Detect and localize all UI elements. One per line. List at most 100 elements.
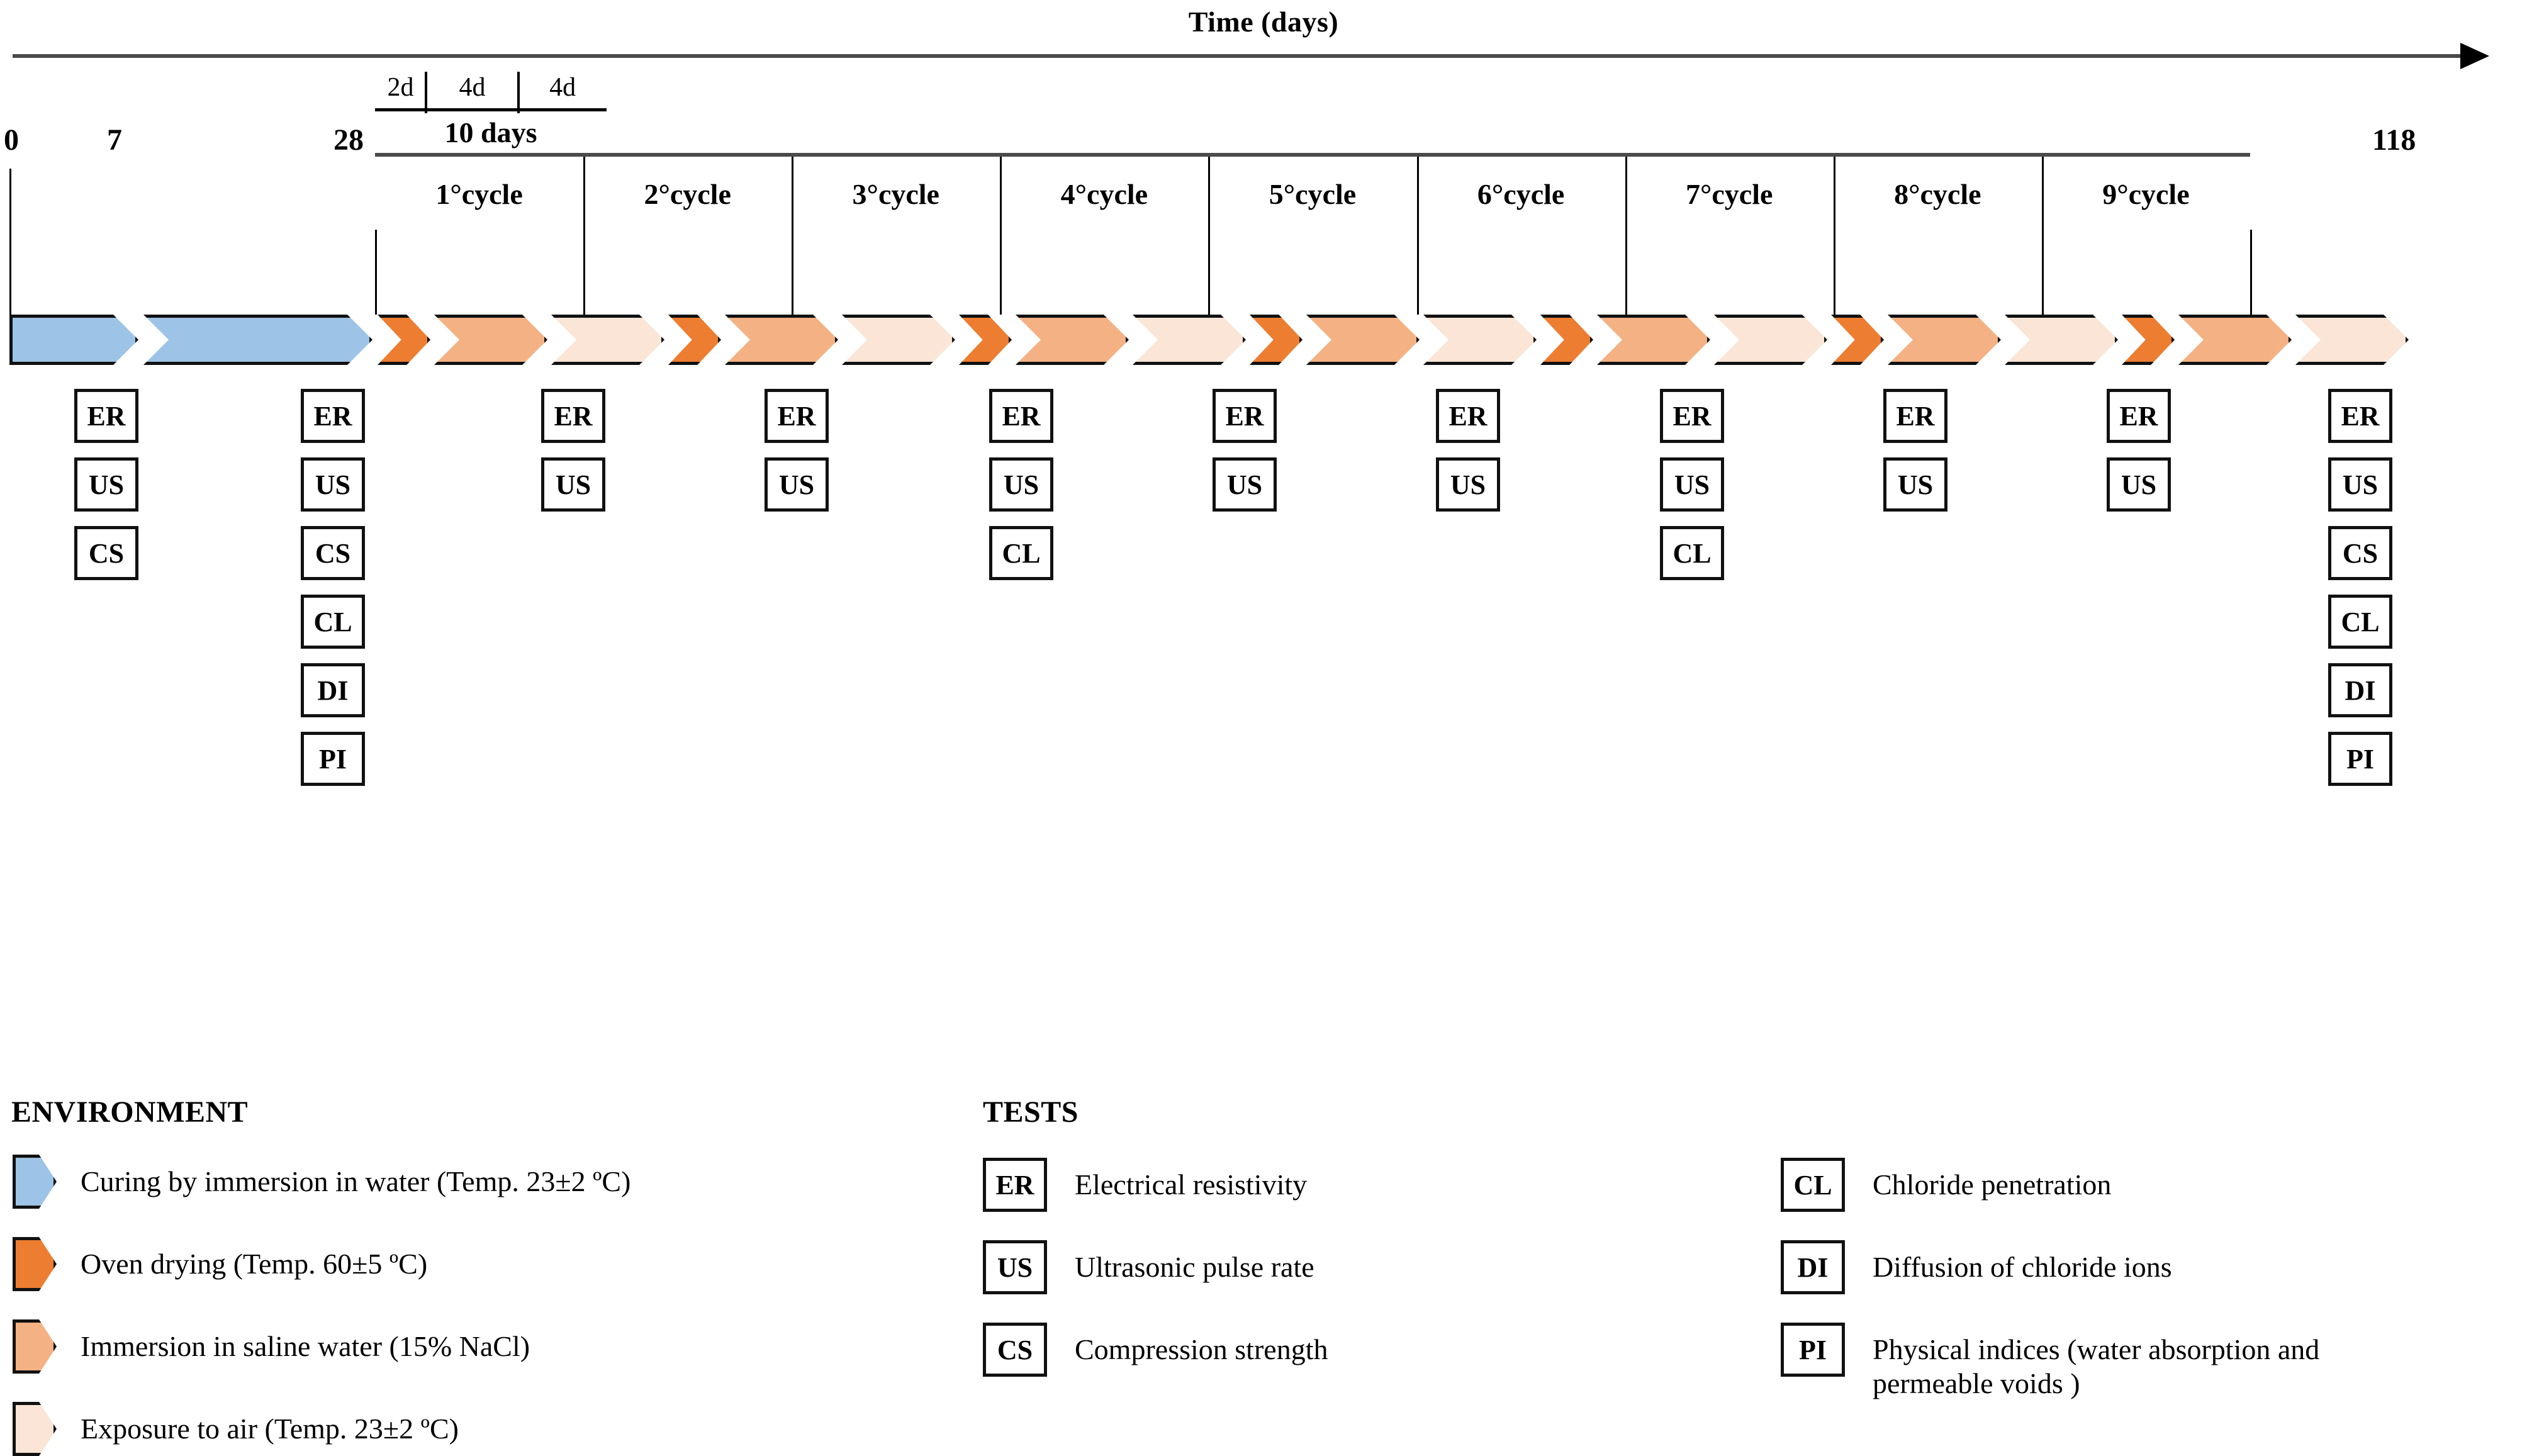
test-box-cl[interactable]: CL	[301, 595, 365, 649]
cycle-label-6: 6°cycle	[1477, 178, 1565, 210]
test-box-er[interactable]: ER	[2107, 389, 2171, 443]
test-box-us[interactable]: US	[301, 457, 365, 512]
test-box-er[interactable]: ER	[541, 389, 605, 443]
test-box-cl[interactable]: CL	[1660, 526, 1724, 580]
test-box-us[interactable]: US	[1883, 457, 1947, 512]
test-box-er[interactable]: ER	[1213, 389, 1277, 443]
arrow-shape-icon	[143, 315, 373, 365]
timeline-segment-oven_drying	[1540, 315, 1593, 365]
timeline-segment-oven_drying	[959, 315, 1012, 365]
legend-tests-title: TESTS	[983, 1095, 1079, 1129]
ten-days-underline	[375, 153, 2250, 157]
test-box-er[interactable]: ER	[1883, 389, 1947, 443]
cycle-boundary-tick	[1625, 230, 1627, 315]
cycle-label-1: 1°cycle	[435, 178, 523, 210]
cycle-divider	[1625, 157, 1627, 230]
cycle-boundary-tick	[1416, 230, 1419, 315]
test-box-cl[interactable]: CL	[989, 526, 1053, 580]
time-axis-arrowhead-icon	[2460, 43, 2489, 69]
cycle-label-9: 9°cycle	[2102, 178, 2190, 210]
legend-env-text: Exposure to air (Temp. 23±2 ºC)	[81, 1413, 459, 1445]
cycle-label-4: 4°cycle	[1060, 178, 1148, 210]
legend-test-box-di[interactable]: DI	[1781, 1240, 1845, 1294]
day-label-7: 7	[107, 123, 122, 157]
test-box-di[interactable]: DI	[2328, 663, 2392, 717]
test-box-us[interactable]: US	[541, 457, 605, 512]
subphase-underline	[375, 108, 607, 111]
test-box-us[interactable]: US	[765, 457, 829, 512]
timeline-segment-air_exposure	[551, 315, 664, 365]
test-box-er[interactable]: ER	[1660, 389, 1724, 443]
legend-env-text: Curing by immersion in water (Temp. 23±2…	[81, 1165, 631, 1197]
cycle-divider	[1833, 157, 1835, 230]
ten-days-label: 10 days	[444, 116, 537, 148]
day-zero-tick	[9, 169, 11, 326]
test-box-us[interactable]: US	[74, 457, 138, 512]
legend-test-text: Diffusion of chloride ions	[1873, 1251, 2172, 1283]
legend-environment-title: ENVIRONMENT	[11, 1095, 249, 1129]
test-box-us[interactable]: US	[1436, 457, 1500, 512]
cycle-divider	[1000, 157, 1002, 230]
test-box-er[interactable]: ER	[989, 389, 1053, 443]
timeline-segment-curing_water	[9, 315, 138, 365]
test-box-er[interactable]: ER	[74, 389, 138, 443]
test-box-er[interactable]: ER	[1436, 389, 1500, 443]
test-box-pi[interactable]: PI	[2328, 732, 2392, 786]
cycle-boundary-tick	[1208, 230, 1211, 315]
timeline-segment-curing_water	[143, 315, 373, 365]
test-box-cs[interactable]: CS	[301, 526, 365, 580]
test-box-cs[interactable]: CS	[74, 526, 138, 580]
day-label-0: 0	[4, 123, 19, 157]
timeline-segment-air_exposure	[1133, 315, 1246, 365]
test-box-us[interactable]: US	[2328, 457, 2392, 512]
test-box-us[interactable]: US	[1213, 457, 1277, 512]
subphase-label-1: 2d	[387, 73, 414, 102]
arrow-shape-icon	[13, 1237, 57, 1291]
cycle-boundary-tick	[583, 230, 586, 315]
test-box-er[interactable]: ER	[301, 389, 365, 443]
cycle-label-5: 5°cycle	[1269, 178, 1357, 210]
timeline-segment-saline_immersion	[1016, 315, 1129, 365]
legend-test-box-pi[interactable]: PI	[1781, 1323, 1845, 1377]
test-box-cs[interactable]: CS	[2328, 526, 2392, 580]
legend-test-text: Chloride penetration	[1873, 1168, 2112, 1201]
test-box-er[interactable]: ER	[765, 389, 829, 443]
timeline-segment-saline_immersion	[725, 315, 838, 365]
timeline-arrows	[0, 315, 2527, 365]
timeline-segment-air_exposure	[2295, 315, 2409, 365]
timeline-segment-air_exposure	[2005, 315, 2118, 365]
cycle-boundary-tick	[2250, 230, 2252, 315]
timeline-segment-saline_immersion	[1888, 315, 2001, 365]
legend-env-text: Immersion in saline water (15% NaCl)	[81, 1330, 530, 1362]
test-box-er[interactable]: ER	[2328, 389, 2392, 443]
timeline-segment-oven_drying	[1831, 315, 1884, 365]
test-box-us[interactable]: US	[1660, 457, 1724, 512]
cycle-boundary-tick	[375, 230, 377, 315]
subphase-divider	[517, 72, 520, 113]
timeline-segment-saline_immersion	[2178, 315, 2292, 365]
test-box-cl[interactable]: CL	[2328, 595, 2392, 649]
day-label-118: 118	[2372, 123, 2416, 157]
test-box-us[interactable]: US	[989, 457, 1053, 512]
test-box-pi[interactable]: PI	[301, 732, 365, 786]
timeline-segment-oven_drying	[2122, 315, 2175, 365]
arrow-shape-icon	[13, 1402, 57, 1456]
timeline-segment-air_exposure	[842, 315, 955, 365]
legend-test-box-us[interactable]: US	[983, 1240, 1047, 1294]
timeline-segment-air_exposure	[1714, 315, 1827, 365]
legend-env-swatch-saline_immersion	[13, 1319, 57, 1374]
arrow-shape-icon	[9, 315, 138, 365]
cycle-boundary-tick	[1833, 230, 1835, 315]
time-axis-line	[13, 54, 2473, 58]
test-box-di[interactable]: DI	[301, 663, 365, 717]
timeline-segment-saline_immersion	[434, 315, 547, 365]
test-box-us[interactable]: US	[2107, 457, 2171, 512]
legend-test-box-cs[interactable]: CS	[983, 1323, 1047, 1377]
legend-test-box-cl[interactable]: CL	[1781, 1158, 1845, 1212]
timeline-segment-oven_drying	[1250, 315, 1303, 365]
cycle-label-2: 2°cycle	[644, 178, 731, 210]
legend-test-box-er[interactable]: ER	[983, 1158, 1047, 1212]
legend-test-text: Ultrasonic pulse rate	[1075, 1251, 1314, 1283]
